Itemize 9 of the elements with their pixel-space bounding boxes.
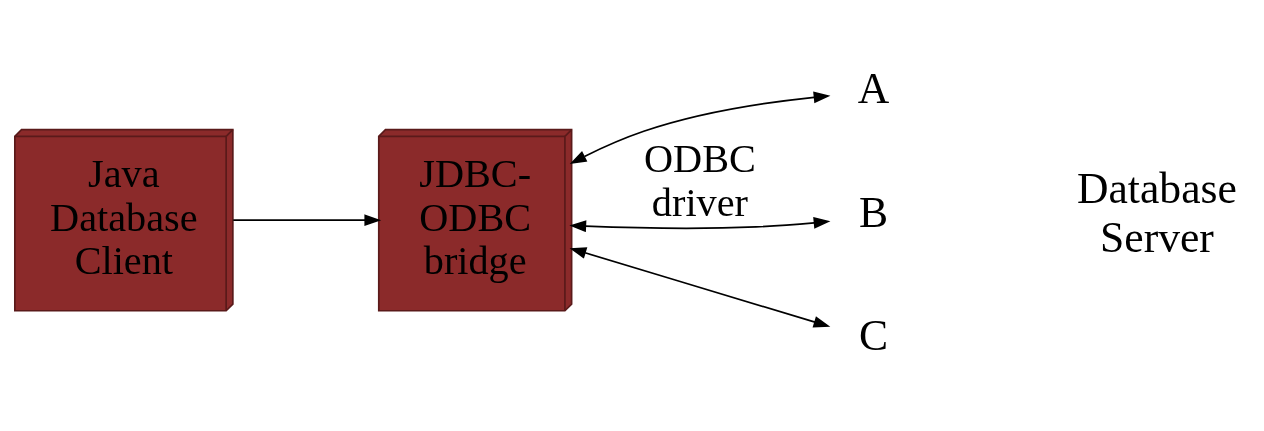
node-text: C [858,310,889,359]
arrow [569,246,831,328]
label: Database Server [1077,163,1237,261]
node-text: A [857,63,890,112]
arrow [569,91,831,164]
arrow [569,216,831,232]
arrow [232,213,382,226]
node-text: B [858,187,889,236]
edge-label: ODBC driver [644,135,756,224]
